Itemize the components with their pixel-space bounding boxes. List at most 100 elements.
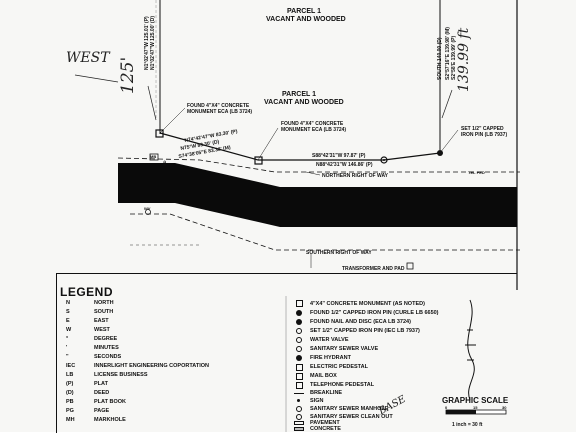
- legend-abbr: ": [66, 354, 69, 360]
- legend-symbol-desc: SIGN: [310, 398, 324, 404]
- legend-desc: PLAT BOOK: [94, 399, 126, 405]
- monument-marker-2: [254, 156, 263, 165]
- legend-abbr: W: [66, 327, 72, 333]
- legend-desc: NORTH: [94, 300, 114, 306]
- pavement-icon: [294, 421, 304, 425]
- road-pavement: [118, 163, 517, 227]
- legend-abbr: (P): [66, 381, 74, 387]
- found-monument-label-2: FOUND 4"X4" CONCRETE MONUMENT ECA (LB 37…: [281, 121, 347, 133]
- tel-ped-label: TEL PED: [468, 170, 485, 175]
- telephone-pedestal-icon: [296, 382, 303, 389]
- legend-desc: MINUTES: [94, 345, 119, 351]
- legend-symbol-desc: TELEPHONE PEDESTAL: [310, 382, 375, 388]
- legend-symbol-desc: FIRE HYDRANT: [310, 355, 351, 361]
- fire-hydrant-icon: [296, 355, 302, 361]
- sd-label: SD: [162, 160, 167, 166]
- bearing-seg2: S88°42'31"W 97.87' (P): [312, 153, 366, 159]
- square-monument-icon: [296, 300, 303, 307]
- sewer-manhole-icon: [296, 406, 302, 412]
- parcel-subtitle-2: VACANT AND WOODED: [264, 99, 344, 106]
- legend-desc: MARKHOLE: [94, 417, 126, 423]
- parcel-subtitle: VACANT AND WOODED: [266, 16, 346, 23]
- legend-desc: SOUTH: [94, 309, 114, 315]
- legend-symbol-desc: PAVEMENT: [310, 420, 340, 426]
- capped-pin-icon: [296, 310, 302, 316]
- legend-desc: EAST: [94, 318, 109, 324]
- scale-unit: 1 inch = 30 ft: [452, 422, 483, 428]
- transformer-label: TRANSFORMER AND PAD: [342, 266, 405, 272]
- legend-symbol-desc: CONCRETE: [310, 426, 341, 432]
- legend-desc: SECONDS: [94, 354, 122, 360]
- mail-box-icon: [296, 373, 303, 380]
- legend-symbol-desc: FOUND 1/2" CAPPED IRON PIN (CURLE LB 665…: [310, 310, 439, 316]
- monument-marker-1: [155, 129, 164, 138]
- sign-icon: [297, 399, 300, 402]
- nail-disc-icon: [296, 319, 302, 325]
- legend-symbol-desc: BREAKLINE: [310, 390, 343, 396]
- water-valve-label: WV: [144, 206, 151, 211]
- parcel-title-2: PARCEL 1: [282, 91, 316, 98]
- legend-desc: LICENSE BUSINESS: [94, 372, 148, 378]
- legend-symbol-desc: SANITARY SEWER CLEAN OUT: [310, 414, 393, 420]
- handwritten-west: WEST: [66, 50, 110, 66]
- northern-row-line: [117, 157, 520, 173]
- northern-row-label: NORTHERN RIGHT OF WAY: [322, 173, 388, 179]
- water-valve-icon: [296, 337, 302, 343]
- transformer-pad: [406, 262, 414, 270]
- handwritten-left-dimension: 125': [118, 56, 138, 94]
- legend-symbol-desc: ELECTRIC PEDESTAL: [310, 364, 368, 370]
- bearing-right-plat: S2°58'E 139.99' (P): [451, 35, 457, 80]
- bearing-seg3: N88°42'31"W 146.86' (P): [316, 162, 373, 168]
- legend-panel: [56, 273, 517, 433]
- legend-desc: DEGREE: [94, 336, 118, 342]
- legend-symbol-desc: SANITARY SEWER MANHOLE: [310, 406, 389, 412]
- pin-marker-2: [380, 156, 388, 164]
- legend-desc: DEED: [94, 390, 110, 396]
- bearing-left-deed: N1°02'47"W 125.00' (D): [150, 16, 156, 70]
- sewer-valve-icon: [296, 346, 302, 352]
- southern-row-label: SOUTHERN RIGHT OF WAY: [306, 250, 372, 256]
- legend-abbr: (D): [66, 390, 74, 396]
- mailbox-label: MB: [150, 154, 157, 159]
- handwritten-right-dimension: 139.99 ft: [456, 27, 472, 92]
- scale-tick-30: 30: [502, 405, 507, 410]
- boundary-segment-1: [159, 132, 259, 161]
- sewer-cleanout-icon: [296, 414, 302, 420]
- pin-marker-1: [437, 150, 443, 156]
- legend-abbr: LB: [66, 372, 74, 378]
- legend-abbr: ': [66, 345, 68, 351]
- legend-desc: PAGE: [94, 408, 110, 414]
- legend-abbr: PB: [66, 399, 74, 405]
- bearing-right-deed: SOUTH 140.00 (D): [437, 37, 443, 80]
- water-valve-marker: [145, 209, 151, 215]
- legend-desc: WEST: [94, 327, 110, 333]
- legend-abbr: PG: [66, 408, 74, 414]
- breakline-icon: [294, 393, 304, 394]
- legend-title: LEGEND: [60, 285, 114, 299]
- legend-symbol-desc: SET 1/2" CAPPED IRON PIN (IEC LB 7937): [310, 328, 420, 334]
- found-monument-label-1: FOUND 4"X4" CONCRETE MONUMENT ECA (LB 37…: [187, 103, 253, 115]
- set-pin-label: SET 1/2" CAPPED IRON PIN (LB 7937): [461, 126, 508, 138]
- scale-tick-15: 15: [473, 405, 478, 410]
- scale-tick-0: 0: [445, 405, 448, 410]
- legend-desc: PLAT: [94, 381, 108, 387]
- boundary-segment-3: [383, 152, 441, 161]
- legend-symbol-desc: 4"X4" CONCRETE MONUMENT (AS NOTED): [310, 301, 425, 307]
- mail-box-marker: [149, 153, 159, 161]
- concrete-icon: [294, 427, 304, 431]
- electric-pedestal-icon: [296, 364, 303, 371]
- legend-abbr: °: [66, 336, 69, 342]
- legend-symbol-desc: MAIL BOX: [310, 373, 337, 379]
- legend-abbr: S: [66, 309, 70, 315]
- legend-abbr: E: [66, 318, 70, 324]
- legend-symbol-desc: SANITARY SEWER VALVE: [310, 346, 379, 352]
- legend-symbol-desc: FOUND NAIL AND DISC (ECA LB 3724): [310, 319, 411, 325]
- legend-abbr: N: [66, 300, 70, 306]
- legend-abbr: IEC: [66, 363, 76, 369]
- set-pin-icon: [296, 328, 302, 334]
- legend-desc: INNERLIGHT ENGINEERING COPORTATION: [94, 363, 209, 369]
- graphic-scale-title: GRAPHIC SCALE: [442, 396, 509, 405]
- legend-symbol-desc: WATER VALVE: [310, 337, 349, 343]
